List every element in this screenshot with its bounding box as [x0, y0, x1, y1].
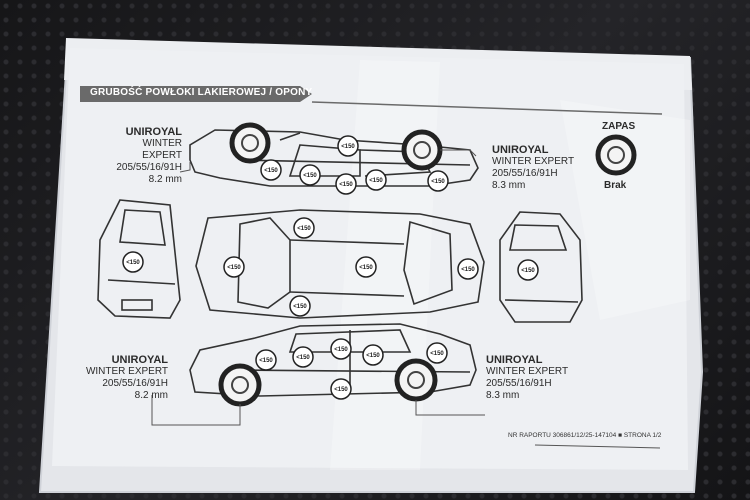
measurement-badge: <150 — [303, 173, 317, 179]
car-front-view — [97, 199, 181, 319]
tire-model: WINTER EXPERT — [85, 366, 168, 377]
car-rear-view — [499, 211, 583, 323]
measurement-badge: <150 — [126, 260, 140, 266]
section-title: GRUBOŚĆ POWŁOKI LAKIEROWEJ / OPONY — [90, 87, 313, 98]
measurement-badge: <150 — [359, 265, 373, 271]
tire-info-front-right: UNIROYAL WINTER EXPERT 205/55/16/91H 8.3… — [492, 144, 582, 192]
tire-size: 205/55/16/91H — [486, 378, 552, 389]
report-footer: NR RAPORTU 306861/12/25-147104 ■ STRONA … — [508, 432, 662, 439]
measurement-badge: <150 — [430, 351, 444, 357]
spare-status: Brak — [604, 180, 627, 191]
tire-size: 205/55/16/91H — [116, 162, 182, 173]
measurement-badge: <150 — [264, 168, 278, 174]
tire-info-rear-right: UNIROYAL WINTER EXPERT 205/55/16/91H 8.3… — [486, 354, 576, 402]
measurement-badge: <150 — [293, 304, 307, 310]
wheel-icon — [218, 363, 262, 407]
tire-brand: UNIROYAL — [125, 126, 182, 138]
car-top-view — [195, 209, 485, 319]
tire-brand: UNIROYAL — [486, 354, 543, 366]
tire-size: 205/55/16/91H — [102, 378, 168, 389]
wheel-icon — [394, 358, 438, 402]
wheel-icon — [401, 129, 443, 171]
tread-depth: 8.3 mm — [486, 390, 520, 401]
tire-brand: UNIROYAL — [111, 354, 168, 366]
measurement-badge: <150 — [296, 355, 310, 361]
tire-info-rear-left: UNIROYAL WINTER EXPERT 205/55/16/91H 8.2… — [78, 354, 168, 402]
wheel-icon — [229, 122, 271, 164]
tire-model: WINTER EXPERT — [486, 366, 569, 377]
measurement-badge: <150 — [366, 353, 380, 359]
measurement-badge: <150 — [297, 226, 311, 232]
measurement-badge: <150 — [339, 182, 353, 188]
measurement-badge: <150 — [259, 358, 273, 364]
measurement-badge: <150 — [341, 144, 355, 150]
tire-size: 205/55/16/91H — [492, 168, 558, 179]
tread-depth: 8.2 mm — [134, 390, 168, 401]
tread-depth: 8.3 mm — [492, 180, 526, 191]
measurement-badge: <150 — [334, 347, 348, 353]
tire-model: WINTER EXPERT — [492, 156, 575, 167]
tread-depth: 8.2 mm — [148, 174, 182, 185]
spare-label: ZAPAS — [602, 121, 636, 132]
tire-info-front-left: UNIROYAL WINTER EXPERT 205/55/16/91H 8.2… — [110, 126, 182, 186]
tire-model: WINTER EXPERT — [142, 138, 182, 161]
tire-brand: UNIROYAL — [492, 144, 549, 156]
measurement-badge: <150 — [227, 265, 241, 271]
spare-wheel-icon — [595, 134, 637, 176]
measurement-badge: <150 — [521, 268, 535, 274]
header-bar — [80, 86, 300, 102]
measurement-badge: <150 — [369, 178, 383, 184]
measurement-badges: <150 <150 <150 <150 <150 <150 <150 <150 … — [122, 135, 539, 400]
measurement-badge: <150 — [431, 179, 445, 185]
measurement-badge: <150 — [461, 267, 475, 273]
measurement-badge: <150 — [334, 387, 348, 393]
